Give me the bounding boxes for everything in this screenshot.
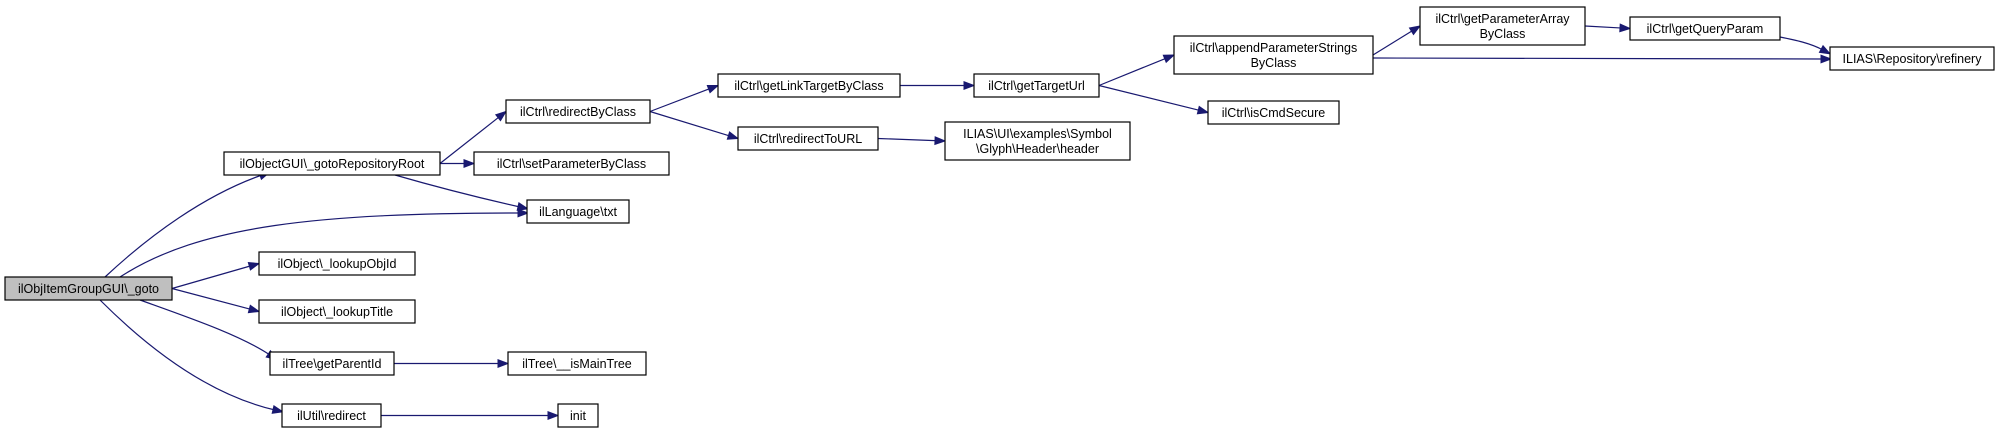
node-box[interactable]	[1629, 16, 1781, 41]
edge-root-to-gotoRepo	[104, 171, 271, 278]
node-lookupTitle[interactable]: ilObject\_lookupTitle	[258, 299, 416, 324]
edge-getTargetUrl-to-isCmdSecure	[1098, 84, 1210, 115]
node-label: ilTree\getParentId	[283, 357, 382, 371]
node-label: ByClass	[1251, 56, 1297, 70]
node-box[interactable]	[507, 351, 647, 376]
edge-gotoRepo-to-txt	[394, 174, 530, 211]
node-box[interactable]	[4, 276, 173, 301]
edge-redirectByClass-to-getLinkTargetByClass	[649, 84, 720, 113]
node-utilRedirect[interactable]: ilUtil\redirect	[281, 403, 382, 428]
node-isCmdSecure[interactable]: ilCtrl\isCmdSecure	[1207, 100, 1340, 125]
edge-appendParam-to-refinery	[1372, 54, 1833, 64]
node-label: ilCtrl\getParameterArray	[1435, 12, 1570, 26]
node-lookupObjId[interactable]: ilObject\_lookupObjId	[258, 251, 416, 276]
node-box[interactable]	[1829, 46, 1995, 71]
node-label: \Glyph\Header\header	[976, 142, 1099, 156]
edges-layer	[99, 23, 1833, 421]
node-label: ilObject\_lookupTitle	[281, 305, 393, 319]
node-header[interactable]: ILIAS\UI\examples\Symbol\Glyph\Header\he…	[944, 121, 1131, 161]
node-getParentId[interactable]: ilTree\getParentId	[269, 351, 395, 376]
node-box[interactable]	[973, 73, 1100, 98]
edge-getParamArray-to-getQueryParam	[1584, 23, 1632, 33]
node-box[interactable]	[223, 151, 441, 176]
edge-getParentId-to-isMainTree	[394, 358, 510, 369]
node-gotoRepo[interactable]: ilObjectGUI\_gotoRepositoryRoot	[223, 151, 441, 176]
node-isMainTree[interactable]: ilTree\__isMainTree	[507, 351, 647, 376]
node-label: ilTree\__isMainTree	[522, 357, 632, 371]
node-box[interactable]	[944, 121, 1131, 161]
node-box[interactable]	[737, 126, 879, 151]
node-box[interactable]	[258, 299, 416, 324]
node-label: ilObject\_lookupObjId	[278, 257, 397, 271]
node-label: ilUtil\redirect	[297, 409, 366, 423]
node-label: ilCtrl\appendParameterStrings	[1190, 41, 1357, 55]
node-label: ByClass	[1480, 27, 1526, 41]
node-box[interactable]	[505, 99, 651, 124]
node-root[interactable]: ilObjItemGroupGUI\_goto	[4, 276, 173, 301]
edge-getTargetUrl-to-appendParam	[1098, 54, 1176, 87]
edge-redirectToURL-to-header	[877, 136, 947, 146]
node-label: ilCtrl\setParameterByClass	[497, 157, 646, 171]
node-label: ilCtrl\redirectByClass	[520, 105, 636, 119]
node-label: ilCtrl\redirectToURL	[754, 132, 862, 146]
node-box[interactable]	[281, 403, 382, 428]
node-box[interactable]	[473, 151, 670, 176]
edge-root-to-lookupTitle	[171, 287, 261, 314]
node-label: ilCtrl\getQueryParam	[1647, 22, 1764, 36]
edge-getLinkTargetByClass-to-getTargetUrl	[900, 80, 976, 91]
node-box[interactable]	[526, 199, 630, 224]
node-init[interactable]: init	[557, 403, 599, 428]
node-label: ILIAS\Repository\refinery	[1843, 52, 1983, 66]
node-box[interactable]	[1207, 100, 1340, 125]
edge-root-to-utilRedirect	[99, 299, 285, 414]
node-label: ilCtrl\isCmdSecure	[1222, 106, 1326, 120]
node-setParam[interactable]: ilCtrl\setParameterByClass	[473, 151, 670, 176]
edge-appendParam-to-getParamArray	[1372, 25, 1422, 56]
node-label: ilCtrl\getTargetUrl	[988, 79, 1085, 93]
node-label: init	[570, 409, 587, 423]
node-getQueryParam[interactable]: ilCtrl\getQueryParam	[1629, 16, 1781, 41]
nodes-layer: ilObjItemGroupGUI\_goto ilObjectGUI\_goto…	[4, 6, 1995, 428]
edge-gotoRepo-to-setParam	[440, 158, 476, 169]
node-getLinkTargetByClass[interactable]: ilCtrl\getLinkTargetByClass	[717, 73, 901, 98]
edge-root-to-txt	[119, 208, 530, 278]
node-label: ilLanguage\txt	[539, 205, 617, 219]
node-refinery[interactable]: ILIAS\Repository\refinery	[1829, 46, 1995, 71]
node-label: ilCtrl\getLinkTargetByClass	[734, 79, 883, 93]
node-redirectToURL[interactable]: ilCtrl\redirectToURL	[737, 126, 879, 151]
node-label: ilObjectGUI\_gotoRepositoryRoot	[240, 157, 425, 171]
node-box[interactable]	[557, 403, 599, 428]
node-box[interactable]	[1173, 35, 1374, 75]
node-box[interactable]	[258, 251, 416, 276]
node-txt[interactable]: ilLanguage\txt	[526, 199, 630, 224]
node-label: ilObjItemGroupGUI\_goto	[18, 282, 159, 296]
edge-gotoRepo-to-redirectByClass	[439, 110, 508, 164]
edge-root-to-lookupObjId	[171, 262, 261, 290]
edge-utilRedirect-to-init	[381, 410, 560, 421]
edge-redirectByClass-to-redirectToURL	[649, 110, 740, 140]
node-redirectByClass[interactable]: ilCtrl\redirectByClass	[505, 99, 651, 124]
node-box[interactable]	[717, 73, 901, 98]
edge-getQueryParam-to-refinery	[1779, 36, 1832, 55]
node-label: ILIAS\UI\examples\Symbol	[963, 127, 1112, 141]
node-getTargetUrl[interactable]: ilCtrl\getTargetUrl	[973, 73, 1100, 98]
node-box[interactable]	[1419, 6, 1586, 46]
node-box[interactable]	[269, 351, 395, 376]
